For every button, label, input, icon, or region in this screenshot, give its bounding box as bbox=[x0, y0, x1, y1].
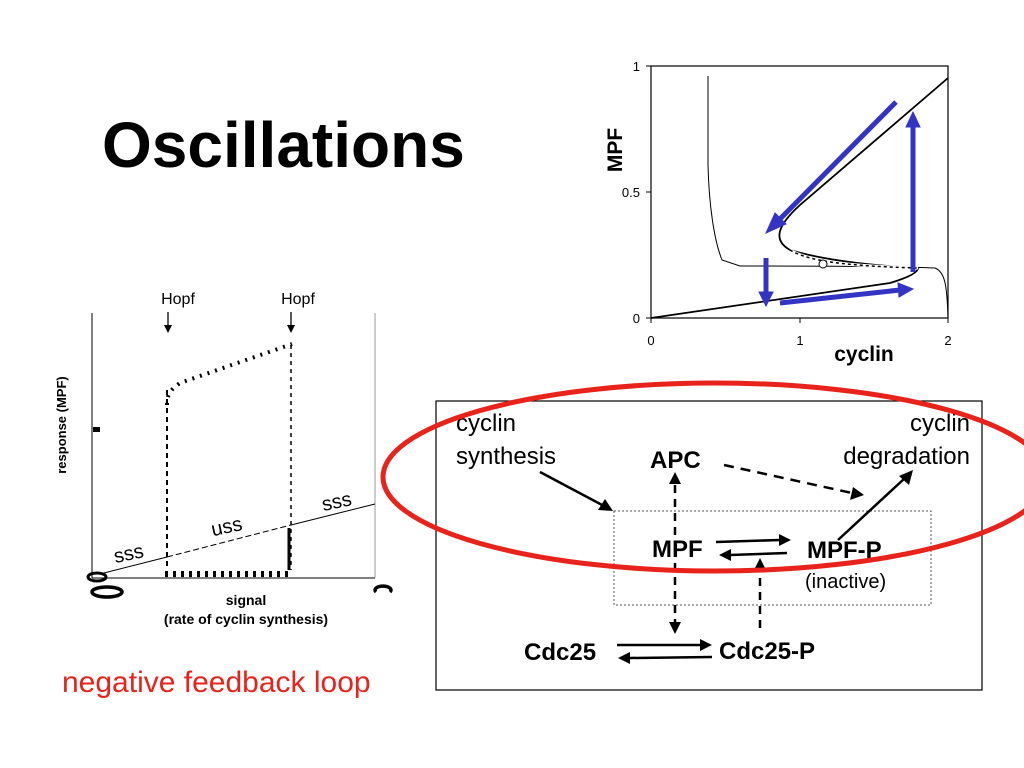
limit-cycle-arrows bbox=[758, 100, 921, 308]
cdc25-p-label: Cdc25-P bbox=[719, 638, 815, 665]
y-tick-label-0: 0 bbox=[633, 311, 640, 326]
degradation-arrow bbox=[837, 477, 906, 541]
cdc25p-to-mpf-arrowhead bbox=[754, 558, 766, 570]
blue-arrowhead-down-left bbox=[765, 212, 787, 234]
left-plot-ylabel: response (MPF) bbox=[54, 376, 69, 474]
mpf-to-cdc25-arrowhead bbox=[669, 622, 681, 634]
cyclin-degradation-line2: degradation bbox=[843, 443, 970, 470]
y-axis-mark bbox=[93, 427, 100, 432]
mpf-module-box bbox=[613, 510, 932, 606]
mpf-phosphorylation-arrow bbox=[715, 538, 781, 544]
mpf-nullcline-unstable bbox=[789, 249, 919, 269]
origin-mark bbox=[86, 571, 108, 583]
hopf-arrowhead-right bbox=[287, 325, 295, 333]
cdc25-dephosphorylation-arrow bbox=[629, 655, 713, 660]
cdc25-dephosphorylation-arrowhead bbox=[618, 652, 630, 664]
highlight-ellipse bbox=[380, 380, 1024, 574]
unstable-steady-state bbox=[818, 259, 828, 269]
hopf-label-right: Hopf bbox=[281, 291, 315, 308]
slide-title: Oscillations bbox=[102, 109, 465, 181]
mpf-dephosphorylation-arrow bbox=[729, 551, 788, 557]
hopf-label-left: Hopf bbox=[161, 291, 195, 308]
cyclin-synthesis-line2: synthesis bbox=[456, 443, 556, 470]
hopf-arrowhead-left bbox=[164, 325, 172, 333]
synthesis-arrow bbox=[539, 470, 605, 508]
x-tick-label-1: 1 bbox=[796, 333, 803, 348]
uss-branch bbox=[166, 524, 292, 558]
mpf-phosphorylation-arrowhead bbox=[779, 534, 791, 546]
cyclin-nullcline bbox=[707, 76, 949, 319]
mpf-label: MPF bbox=[652, 536, 703, 563]
phase-plane-ylabel: MPF bbox=[604, 128, 627, 173]
blue-arrowhead-up bbox=[905, 110, 921, 128]
y-tick-label-0.5: 0.5 bbox=[622, 185, 640, 200]
mpf-to-apc-arrowhead bbox=[669, 472, 681, 484]
x-axis-start-mark bbox=[90, 585, 124, 599]
blue-arrow-down-left bbox=[776, 100, 898, 223]
degradation-arrowhead bbox=[899, 470, 913, 485]
cdc25-label: Cdc25 bbox=[524, 639, 596, 666]
blue-arrow-right bbox=[779, 287, 901, 306]
blue-arrowhead-down bbox=[758, 291, 774, 308]
cdc25-phosphorylation-arrowhead bbox=[700, 639, 712, 651]
x-tick-label-2: 2 bbox=[944, 333, 951, 348]
feedback-caption: negative feedback loop bbox=[62, 666, 371, 699]
left-plot-xlabel-line2: (rate of cyclin synthesis) bbox=[164, 611, 328, 627]
mpf-dephosphorylation-arrowhead bbox=[719, 549, 731, 561]
inactive-label: (inactive) bbox=[805, 571, 886, 593]
apc-to-degradation-arrowhead bbox=[850, 487, 864, 500]
x-axis-end-mark bbox=[373, 584, 393, 594]
network-box bbox=[435, 400, 983, 691]
y-tick-label-1: 1 bbox=[633, 59, 640, 74]
blue-arrowhead-right bbox=[897, 282, 915, 298]
sss-branch-left bbox=[99, 556, 168, 575]
phase-plane-xlabel: cyclin bbox=[834, 343, 894, 366]
sss-branch-right bbox=[290, 503, 376, 526]
apc-to-degradation-arrow bbox=[723, 463, 853, 495]
synthesis-arrowhead bbox=[598, 499, 613, 511]
x-tick-label-0: 0 bbox=[647, 333, 654, 348]
left-plot-xlabel-line1: signal bbox=[226, 592, 266, 608]
apc-label: APC bbox=[650, 447, 701, 474]
